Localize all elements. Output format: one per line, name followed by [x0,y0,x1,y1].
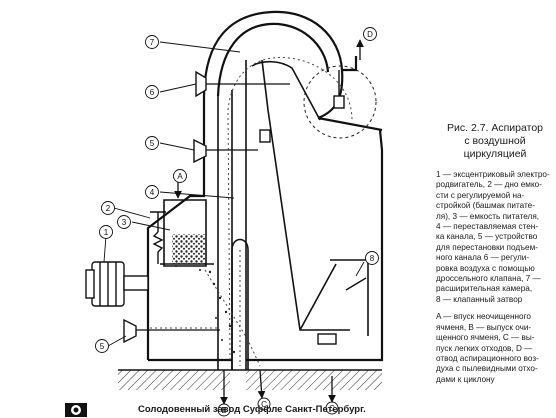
figure-title-line-3: циркуляцией [463,148,527,160]
flow-arrows [174,39,364,405]
callout-5-lower: 5 [100,342,105,351]
legend-line: ного канала 6 — регули- [436,253,530,263]
housing [146,10,384,362]
callout-4: 4 [150,188,155,197]
falling-grain [175,265,236,354]
callout-7: 7 [150,38,155,47]
legend-line: ка канала, 5 — устройство [436,232,538,242]
callout-c-2: C [329,404,335,413]
legend-line: 8 — клапанный затвор [436,294,523,304]
throttle-valves [123,70,207,344]
figure-legend: 1 — эксцентриковый электро-родвигатель, … [436,170,556,385]
legend-line: духа с пылевидными отхо- [436,364,538,374]
callout-5-upper: 5 [150,139,155,148]
legend-line: 4 — переставляемая стен- [436,222,539,232]
internal-channels [160,59,369,370]
figure-title-line-1: Рис. 2.7. Аспиратор [446,122,543,134]
callout-8: 8 [370,254,375,263]
legend-line: щенного ячменя, C — вы- [436,333,535,343]
legend-line: дами к циклону [436,374,495,384]
legend-line: родвигатель, 2 — дно емко- [436,180,542,190]
bin-adjuster [150,211,166,264]
callout-2: 2 [106,204,111,213]
callout-d: D [367,30,373,39]
expansion-chamber-rotor [303,65,377,139]
legend-line: отвод аспирационного воз- [436,353,539,363]
valve-rods [136,83,290,331]
brand-logo [65,403,87,417]
callout-1: 1 [104,228,109,237]
callout-a: A [177,172,183,181]
callout-6: 6 [150,88,155,97]
legend-line: ровка воздуха с помощью [436,263,535,273]
figure-caption: Рис. 2.7. Аспиратор с воздушной циркуляц… [434,122,556,161]
ground-hatching [118,369,382,390]
flap-valve [317,277,367,345]
callout-b: B [221,406,226,415]
figure-title-line-2: с воздушной [464,135,526,147]
legend-line: A — впуск неочищенного [436,312,531,322]
rotor-lever [259,70,345,143]
grain-fill [172,234,206,264]
bottom-caption: Солодовенный завод Суффле Санкт-Петербур… [138,404,366,415]
air-flow-path [150,56,353,367]
legend-line: стройкой (башмак питате- [436,201,535,211]
legend-line: пуск легких отходов, D — [436,343,533,353]
legend-line: сти с регулируемой на- [436,190,525,200]
legend-line: ячменя, B — выпуск очи- [436,322,532,332]
legend-line: расширительная камера, [436,284,533,294]
callout-circles [95,27,379,417]
callout-leaders [103,41,365,347]
legend-line: 1 — эксцентриковый электро- [436,170,550,179]
callout-c: C [261,400,267,409]
callout-labels: 7 6 5 4 3 2 1 5 8 A B C C D [100,30,375,415]
legend-line: для перестановки подъем- [436,242,538,252]
legend-spacer [436,305,556,312]
legend-line: дроссельного клапана, 7 — [436,274,541,284]
callout-3: 3 [122,218,127,227]
eccentric-motor [85,261,149,307]
legend-line: ля), 3 — емкость питателя, [436,211,540,221]
